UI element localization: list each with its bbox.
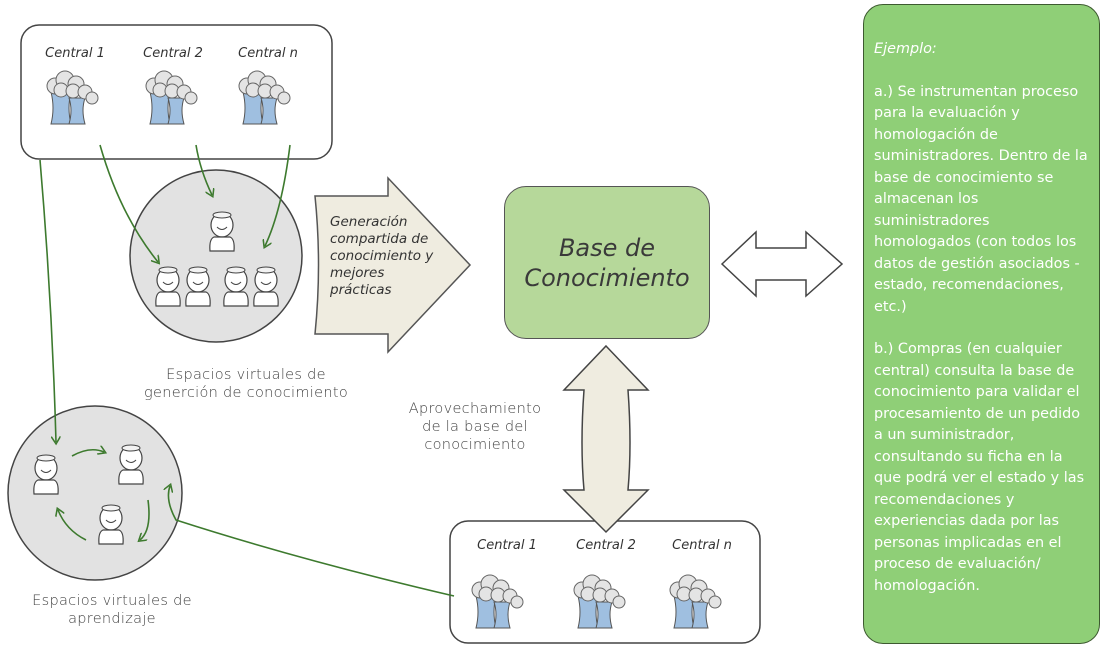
example-panel: Ejemplo: a.) Se instrumentan proceso par… xyxy=(863,4,1100,644)
central-label: Central 1 xyxy=(477,538,537,553)
person-icon xyxy=(209,211,235,252)
central-label: Central 2 xyxy=(576,538,636,553)
central-label: Central n xyxy=(672,538,732,553)
label-line: Espacios virtuales de xyxy=(32,593,192,609)
example-title: Ejemplo: xyxy=(874,41,937,57)
label-line: conocimiento xyxy=(424,437,526,453)
person-icon xyxy=(185,266,211,307)
learning-label: Espacios virtuales de aprendizaje xyxy=(14,592,210,628)
example-paragraph-b: b.) Compras (en cualquier central) consu… xyxy=(874,341,1085,594)
double-arrow-horizontal xyxy=(720,230,844,298)
example-paragraph-a: a.) Se instrumentan proceso para la eval… xyxy=(874,83,1088,315)
knowledge-base-title-1: Base de xyxy=(558,233,656,262)
person-icon xyxy=(253,266,279,307)
generation-arrow xyxy=(314,176,472,354)
person-icon xyxy=(33,454,59,495)
generation-text: Generación compartida de conocimiento y … xyxy=(330,214,434,298)
central-label: Central 2 xyxy=(143,46,203,61)
knowledge-base-title-2: Conocimiento xyxy=(524,263,690,292)
knowledge-base-box: Base de Conocimiento xyxy=(504,186,710,339)
label-line: de la base del xyxy=(422,419,528,435)
virtual-generation-label: Espacios virtuales de generción de conoc… xyxy=(126,366,366,402)
label-line: generción de conocimiento xyxy=(143,385,348,401)
person-icon xyxy=(98,504,124,545)
person-icon xyxy=(155,266,181,307)
label-line: Aprovechamiento xyxy=(408,401,542,417)
label-line: aprendizaje xyxy=(68,611,156,627)
leverage-label: Aprovechamiento de la base del conocimie… xyxy=(400,400,550,454)
person-icon xyxy=(223,266,249,307)
label-line: Espacios virtuales de xyxy=(166,367,326,383)
double-arrow-vertical xyxy=(562,344,650,534)
central-label: Central 1 xyxy=(45,46,105,61)
virtual-generation-circle xyxy=(129,169,303,343)
central-label: Central n xyxy=(238,46,298,61)
person-icon xyxy=(118,444,144,485)
